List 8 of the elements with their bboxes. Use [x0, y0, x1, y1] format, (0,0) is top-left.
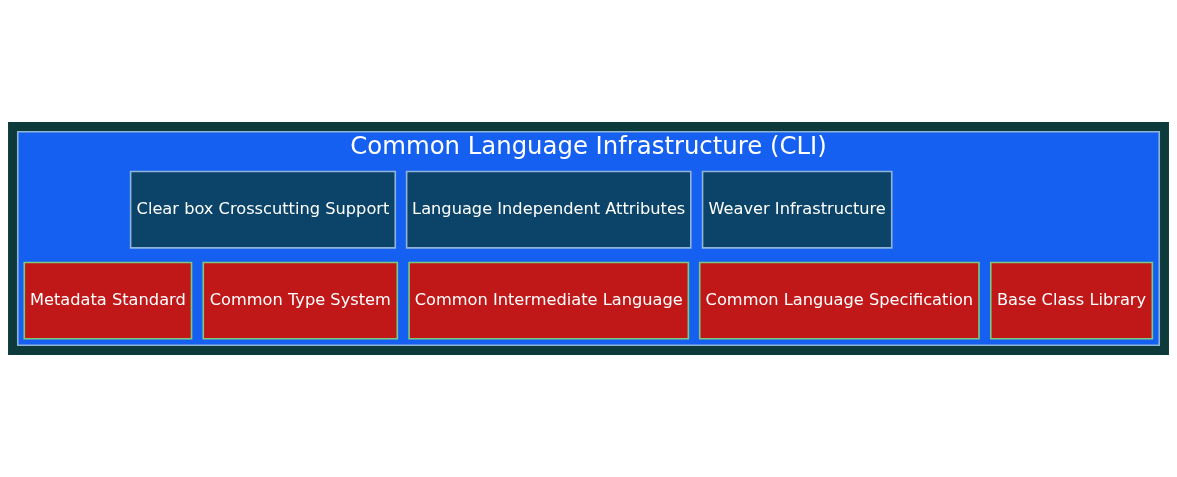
node-box: Common Language Specification [698, 261, 980, 340]
node-box: Weaver Infrastructure [701, 170, 893, 249]
node-box: Language Independent Attributes [405, 170, 692, 249]
node-box: Base Class Library [989, 261, 1154, 340]
node-box: Common Type System [202, 261, 399, 340]
node-box: Common Intermediate Language [408, 261, 690, 340]
node-box: Clear box Crosscutting Support [129, 170, 397, 249]
node-box: Metadata Standard [23, 261, 193, 340]
